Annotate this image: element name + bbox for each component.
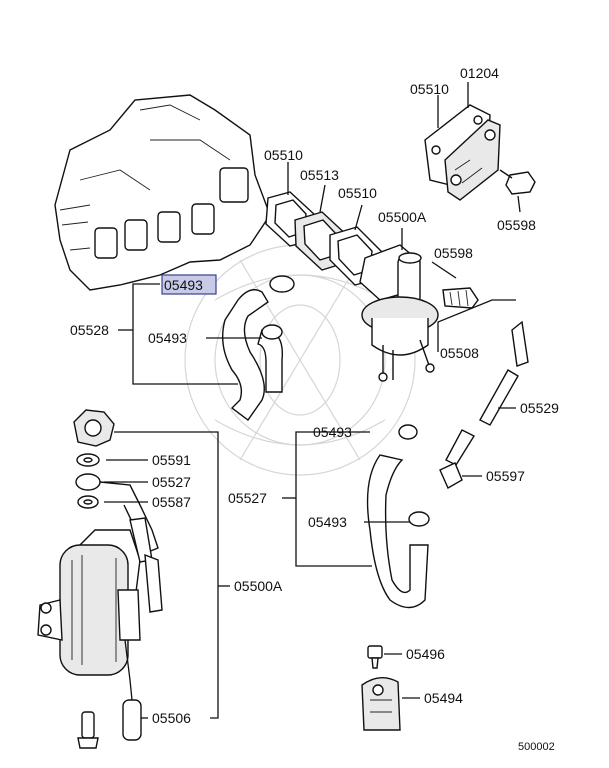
fuel-hose-05529: [479, 369, 519, 426]
bolt-05598-top: [499, 169, 536, 195]
mounting-clip-05494: [361, 677, 401, 731]
part-labels: 01204 05510 05598 05510 05513 05510 0550…: [70, 65, 559, 753]
clip-05597: [439, 462, 463, 489]
short-hose: [445, 429, 475, 466]
fuel-hose-05508: [511, 320, 529, 367]
label-05494[interactable]: 05494: [424, 690, 463, 706]
label-05493-d[interactable]: 05493: [308, 514, 347, 530]
mechanical-fuel-pump: [359, 244, 439, 382]
label-05587[interactable]: 05587: [152, 494, 191, 510]
label-05510-b[interactable]: 05510: [338, 185, 377, 201]
label-05598-top[interactable]: 05598: [497, 217, 536, 233]
label-05513[interactable]: 05513: [300, 167, 339, 183]
label-05510-top[interactable]: 05510: [410, 81, 449, 97]
cover-plate-assembly: [424, 104, 501, 201]
label-05506[interactable]: 05506: [152, 710, 191, 726]
label-05508[interactable]: 05508: [440, 345, 479, 361]
label-05510-a[interactable]: 05510: [264, 147, 303, 163]
label-05493-selected[interactable]: 05493: [164, 277, 203, 293]
label-05496[interactable]: 05496: [406, 646, 445, 662]
label-05527-b[interactable]: 05527: [228, 490, 267, 506]
label-05591[interactable]: 05591: [152, 452, 191, 468]
label-01204[interactable]: 01204: [460, 65, 499, 81]
label-05597[interactable]: 05597: [486, 468, 525, 484]
hose-05527: [366, 424, 430, 609]
engine-block: [54, 94, 271, 291]
screw-bottom-left: [77, 711, 99, 749]
bolt-05496: [367, 645, 383, 669]
hose-05528: [222, 275, 295, 421]
bolt-05598-mid: [442, 287, 479, 309]
label-05493-b[interactable]: 05493: [148, 330, 187, 346]
label-05500a-bottom[interactable]: 05500A: [234, 578, 283, 594]
diagram-number: 500002: [518, 741, 555, 753]
label-05598-mid[interactable]: 05598: [434, 245, 473, 261]
label-05527-a[interactable]: 05527: [152, 474, 191, 490]
label-05529[interactable]: 05529: [520, 400, 559, 416]
selected-part-highlight: [161, 274, 217, 295]
label-05528[interactable]: 05528: [70, 322, 109, 338]
label-05493-c[interactable]: 05493: [313, 424, 352, 440]
leader-lines: [104, 82, 521, 719]
electric-fuel-pump: [37, 517, 163, 741]
label-05500a-top[interactable]: 05500A: [378, 209, 427, 225]
